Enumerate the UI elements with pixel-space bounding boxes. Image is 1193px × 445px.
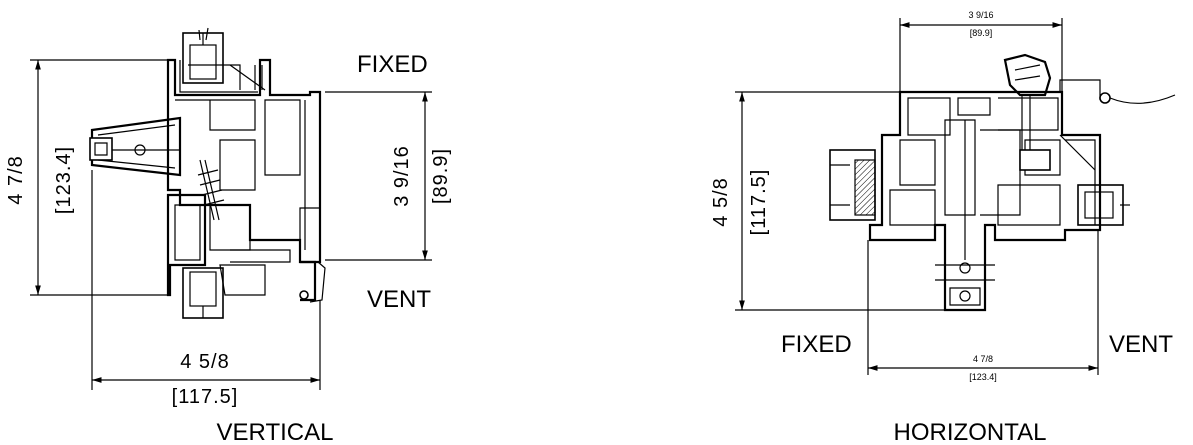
vertical-dim-width: 4 5/8 [117.5] [91,170,321,408]
horizontal-title: HORIZONTAL [894,419,1047,445]
vertical-dim-width-mm: [117.5] [172,386,239,408]
horizontal-dim-top-frac: 3 9/16 [968,10,993,20]
horizontal-dim-height-mm: [117.5] [748,169,770,236]
horizontal-profile [829,53,1176,312]
vertical-dim-vent: 3 9/16 [89.9] [325,91,452,261]
horizontal-dim-bottom: 4 7/8 [123.4] [867,230,1099,382]
vertical-dim-height: 4 7/8 [123.4] [5,59,168,296]
vertical-label-vent: VENT [367,286,431,313]
vertical-title: VERTICAL [217,419,334,445]
vertical-dim-vent-mm: [89.9] [430,148,452,204]
horizontal-dim-height: 4 5/8 [117.5] [710,91,945,311]
vertical-section: 4 7/8 [123.4] 3 9/16 [89.9] 4 5/8 [117.5… [5,27,452,445]
vertical-dim-height-frac: 4 7/8 [5,155,27,204]
horizontal-label-vent: VENT [1109,331,1173,358]
horizontal-label-fixed: FIXED [781,331,852,358]
horizontal-dim-bottom-mm: [123.4] [969,372,997,382]
vertical-label-fixed: FIXED [357,51,428,78]
vertical-dim-height-mm: [123.4] [53,146,75,214]
vertical-profile [89,27,326,319]
horizontal-dim-bottom-frac: 4 7/8 [973,354,993,364]
vertical-dim-vent-frac: 3 9/16 [391,145,413,207]
horizontal-dim-top-mm: [89.9] [970,28,993,38]
horizontal-section: 3 9/16 [89.9] 4 5/8 [117.5] 4 7/8 [123.4… [710,10,1176,445]
vertical-dim-width-frac: 4 5/8 [180,351,229,373]
horizontal-dim-height-frac: 4 5/8 [710,177,732,226]
horizontal-dim-top: 3 9/16 [89.9] [899,10,1063,92]
